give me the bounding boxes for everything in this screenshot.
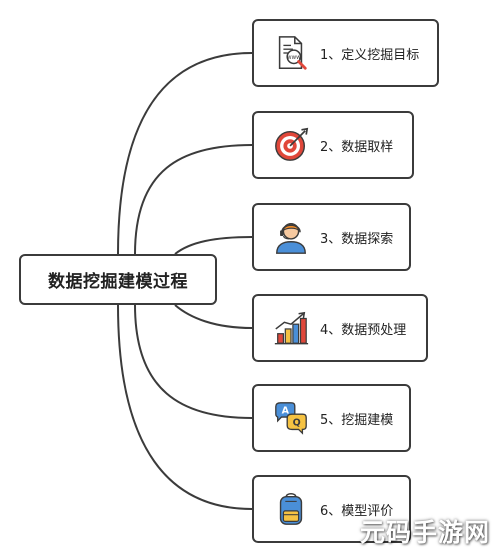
step-label-5: 5、挖掘建模 xyxy=(320,412,394,428)
step-node-4: 4、数据预处理 xyxy=(252,294,428,362)
backpack-icon xyxy=(279,493,303,525)
step-label-3: 3、数据探索 xyxy=(320,231,394,247)
svg-text:Q: Q xyxy=(293,418,301,429)
qa-chat-bubbles-icon: A Q xyxy=(275,402,307,435)
connector-3 xyxy=(174,236,253,255)
svg-text:www: www xyxy=(287,55,301,61)
document-search-icon: www xyxy=(278,36,307,70)
connector-5 xyxy=(134,304,253,419)
bar-chart-growth-icon xyxy=(274,311,309,345)
step-node-2: 2、数据取样 xyxy=(252,111,414,179)
target-icon xyxy=(275,127,309,161)
step-label-6: 6、模型评价 xyxy=(320,503,394,519)
connector-2 xyxy=(134,144,253,255)
connector-6 xyxy=(117,304,253,510)
step-label-2: 2、数据取样 xyxy=(320,139,394,155)
connector-4 xyxy=(174,304,253,329)
root-node: 数据挖掘建模过程 xyxy=(19,254,217,305)
step-node-5: A Q 5、挖掘建模 xyxy=(252,384,411,452)
step-node-6: 6、模型评价 xyxy=(252,475,411,543)
step-node-3: 3、数据探索 xyxy=(252,203,411,271)
watermark-text: 元码手游网 xyxy=(359,518,490,547)
step-label-4: 4、数据预处理 xyxy=(320,322,407,338)
root-label: 数据挖掘建模过程 xyxy=(48,272,188,292)
step-node-1: www 1、定义挖掘目标 xyxy=(252,19,439,87)
connector-1 xyxy=(117,52,253,255)
step-label-1: 1、定义挖掘目标 xyxy=(320,47,420,63)
svg-text:A: A xyxy=(282,406,290,417)
person-headset-icon xyxy=(276,222,306,254)
